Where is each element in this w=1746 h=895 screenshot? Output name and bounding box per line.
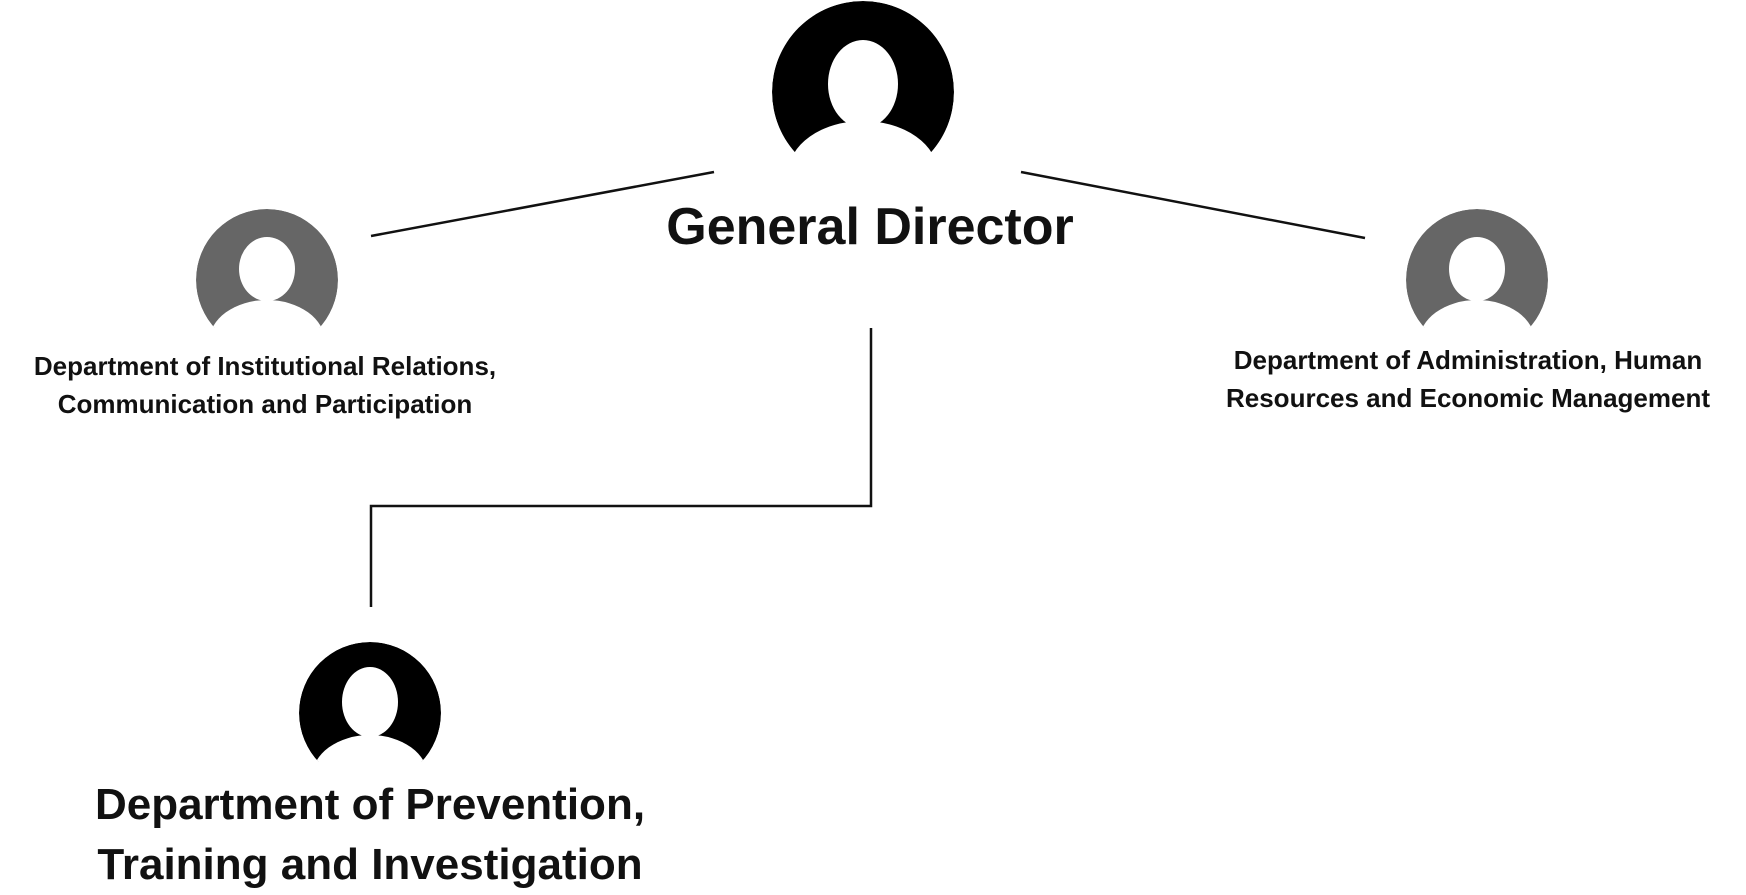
director-title: General Director xyxy=(560,197,1180,257)
bottom-department-title: Department of Prevention, Training and I… xyxy=(40,775,700,895)
connector-director-bottom xyxy=(369,328,873,607)
left-avatar-mask xyxy=(190,328,350,358)
director-avatar-mask xyxy=(760,152,966,212)
left-department-title-line2: Communication and Participation xyxy=(57,389,473,419)
right-avatar-mask xyxy=(1400,328,1560,358)
connector-director-right xyxy=(1020,170,1366,240)
bottom-avatar-mask xyxy=(290,762,450,792)
left-department-title-line1: Department of Institutional Relations, xyxy=(33,351,497,381)
right-department-title-line1: Department of Administration, Human xyxy=(1233,345,1703,375)
right-department-title-line2: Resources and Economic Management xyxy=(1225,383,1711,413)
left-department-title: Department of Institutional Relations, C… xyxy=(0,347,530,423)
director-title-text: General Director xyxy=(666,198,1074,256)
bottom-department-title-line2: Training and Investigation xyxy=(97,840,643,889)
connector-director-left xyxy=(370,170,715,238)
bottom-department-title-line1: Department of Prevention, xyxy=(94,780,646,829)
right-department-title: Department of Administration, Human Reso… xyxy=(1190,341,1746,417)
